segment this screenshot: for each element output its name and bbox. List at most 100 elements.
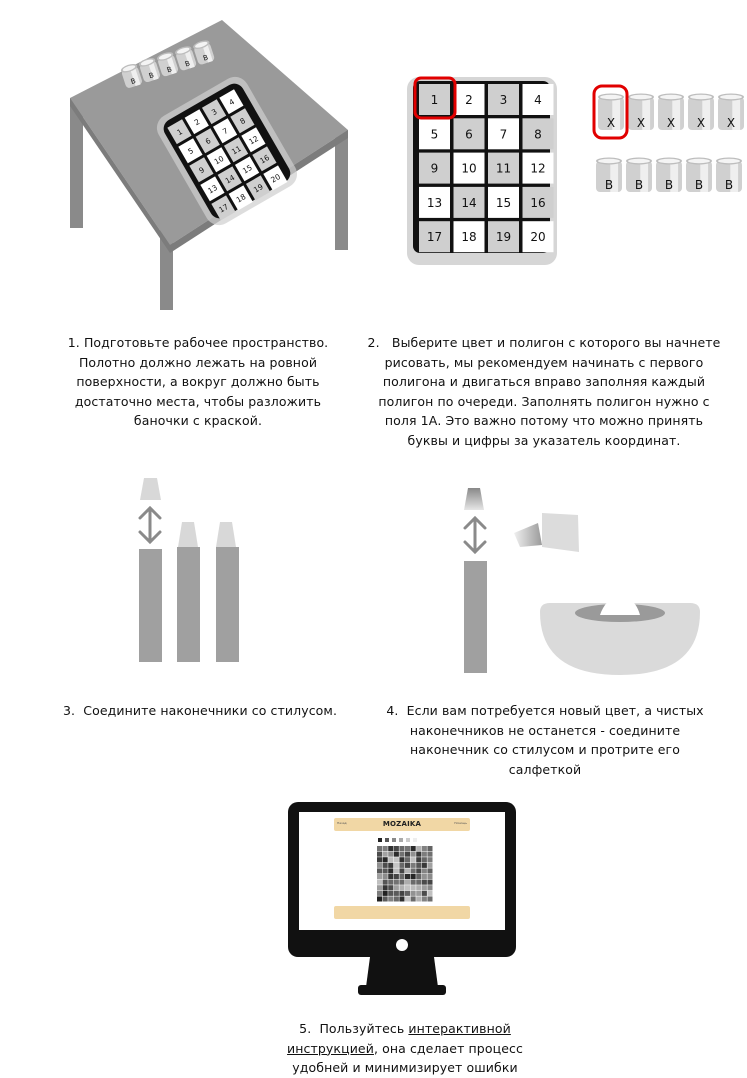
svg-text:10: 10	[213, 154, 226, 167]
svg-text:B: B	[665, 178, 673, 192]
svg-text:2: 2	[193, 117, 202, 127]
step-3-caption: 3. Соедините наконечники со стилусом.	[62, 703, 338, 718]
interactive-instruction-link-2[interactable]: инструкцией	[287, 1040, 374, 1056]
step-1-caption: 1. Подготовьте рабочее пространство. Пол…	[67, 335, 329, 428]
table-cup-3: B	[156, 52, 179, 77]
grid-cell-6: 6	[453, 118, 485, 150]
svg-text:X: X	[727, 116, 735, 130]
svg-text:B: B	[695, 178, 703, 192]
app-mosaic-preview	[377, 838, 433, 902]
svg-text:4: 4	[534, 93, 542, 107]
board-cell-12: 12	[241, 127, 266, 153]
board-cell-14: 14	[217, 166, 242, 192]
svg-text:X: X	[607, 116, 615, 130]
grid-cell-1: 1	[419, 84, 450, 115]
svg-text:8: 8	[238, 116, 247, 126]
board-cell-11: 11	[223, 137, 249, 163]
svg-text:B: B	[130, 77, 137, 86]
table-cup-2: B	[138, 58, 160, 83]
svg-text:16: 16	[258, 153, 271, 166]
paint-cup-clean-3: X	[658, 93, 684, 130]
svg-text:12: 12	[247, 134, 260, 147]
app-header-left[interactable]: Назад	[337, 821, 347, 825]
board-cell-20: 20	[263, 165, 288, 191]
interactive-instruction-link[interactable]: интерактивной	[408, 1021, 511, 1036]
svg-text:X: X	[667, 116, 675, 130]
svg-text:1: 1	[175, 127, 184, 137]
paint-cup-clean-5: X	[718, 93, 744, 130]
step-4-caption: 4. Если вам потребуется новый цвет, а чи…	[386, 703, 704, 777]
grid-cell-7: 7	[488, 118, 519, 150]
svg-text:5: 5	[431, 127, 439, 141]
svg-text:3: 3	[500, 93, 508, 107]
board-cell-2: 2	[184, 109, 209, 135]
svg-text:9: 9	[431, 162, 439, 176]
grid-cell-14: 14	[453, 186, 485, 218]
grid-cell-15: 15	[488, 186, 519, 218]
highlight-first-cup	[592, 84, 629, 140]
svg-text:18: 18	[461, 230, 476, 244]
grid-cell-10: 10	[453, 152, 485, 184]
svg-text:B: B	[166, 65, 173, 74]
svg-text:18: 18	[235, 192, 248, 205]
grid-cell-5: 5	[419, 118, 450, 150]
grid-cell-17: 17	[419, 221, 450, 253]
grid-cell-13: 13	[419, 186, 450, 218]
board-cell-17: 17	[211, 195, 236, 221]
board-cell-1: 1	[167, 119, 192, 145]
board-cell-16: 16	[252, 146, 277, 172]
paint-cup-clean-1: X	[598, 93, 624, 130]
svg-text:13: 13	[427, 196, 442, 210]
svg-text:10: 10	[461, 162, 476, 176]
stylus-tips-illustration	[138, 478, 239, 662]
paint-cup-clean-2: X	[628, 93, 654, 130]
highlight-first-cell	[413, 76, 457, 120]
table-cup-5: B	[193, 40, 215, 65]
svg-text:7: 7	[500, 127, 508, 141]
app-title: MOZAIKA	[382, 820, 422, 828]
svg-text:1: 1	[431, 93, 439, 107]
board-cell-3: 3	[201, 99, 227, 125]
paint-cup-used-3: B	[656, 157, 682, 192]
svg-text:X: X	[697, 116, 705, 130]
svg-text:13: 13	[206, 183, 219, 196]
svg-text:19: 19	[252, 182, 265, 195]
board-cell-15: 15	[234, 156, 260, 182]
grid-cell-8: 8	[522, 118, 554, 150]
grid-cell-20: 20	[522, 221, 554, 253]
grid-cell-4: 4	[522, 84, 554, 115]
board-cell-10: 10	[206, 147, 231, 173]
svg-text:11: 11	[496, 162, 511, 176]
paint-cup-used-5: B	[716, 157, 742, 192]
svg-text:8: 8	[534, 127, 542, 141]
svg-text:15: 15	[241, 163, 254, 176]
grid-cell-11: 11	[488, 152, 519, 184]
svg-text:7: 7	[221, 126, 230, 136]
svg-text:20: 20	[530, 230, 545, 244]
step-5-caption: 5. Пользуйтесь интерактивной инструкцией…	[287, 1021, 523, 1075]
grid-cell-3: 3	[488, 84, 519, 115]
paint-cup-used-2: B	[626, 157, 652, 192]
board-cell-4: 4	[219, 89, 244, 115]
grid-cell-19: 19	[488, 221, 519, 253]
table-cup-4: B	[175, 46, 197, 71]
svg-text:B: B	[725, 178, 733, 192]
svg-text:3: 3	[210, 107, 219, 117]
svg-text:B: B	[202, 53, 209, 62]
board-cell-13: 13	[200, 176, 225, 202]
paint-cup-used-1: B	[596, 157, 622, 192]
svg-text:6: 6	[204, 136, 213, 146]
table-cup-1: B	[120, 63, 142, 88]
paint-cup-used-4: B	[686, 157, 712, 192]
board-cell-8: 8	[230, 108, 255, 134]
grid-cell-2: 2	[453, 84, 485, 115]
grid-cell-9: 9	[419, 152, 450, 184]
paint-cup-clean-4: X	[688, 93, 714, 130]
board-cell-7: 7	[212, 118, 238, 144]
app-bottom-bar	[334, 906, 470, 919]
svg-text:B: B	[184, 59, 191, 68]
app-header-right[interactable]: Помощь	[454, 821, 467, 825]
svg-text:5: 5	[186, 146, 195, 156]
